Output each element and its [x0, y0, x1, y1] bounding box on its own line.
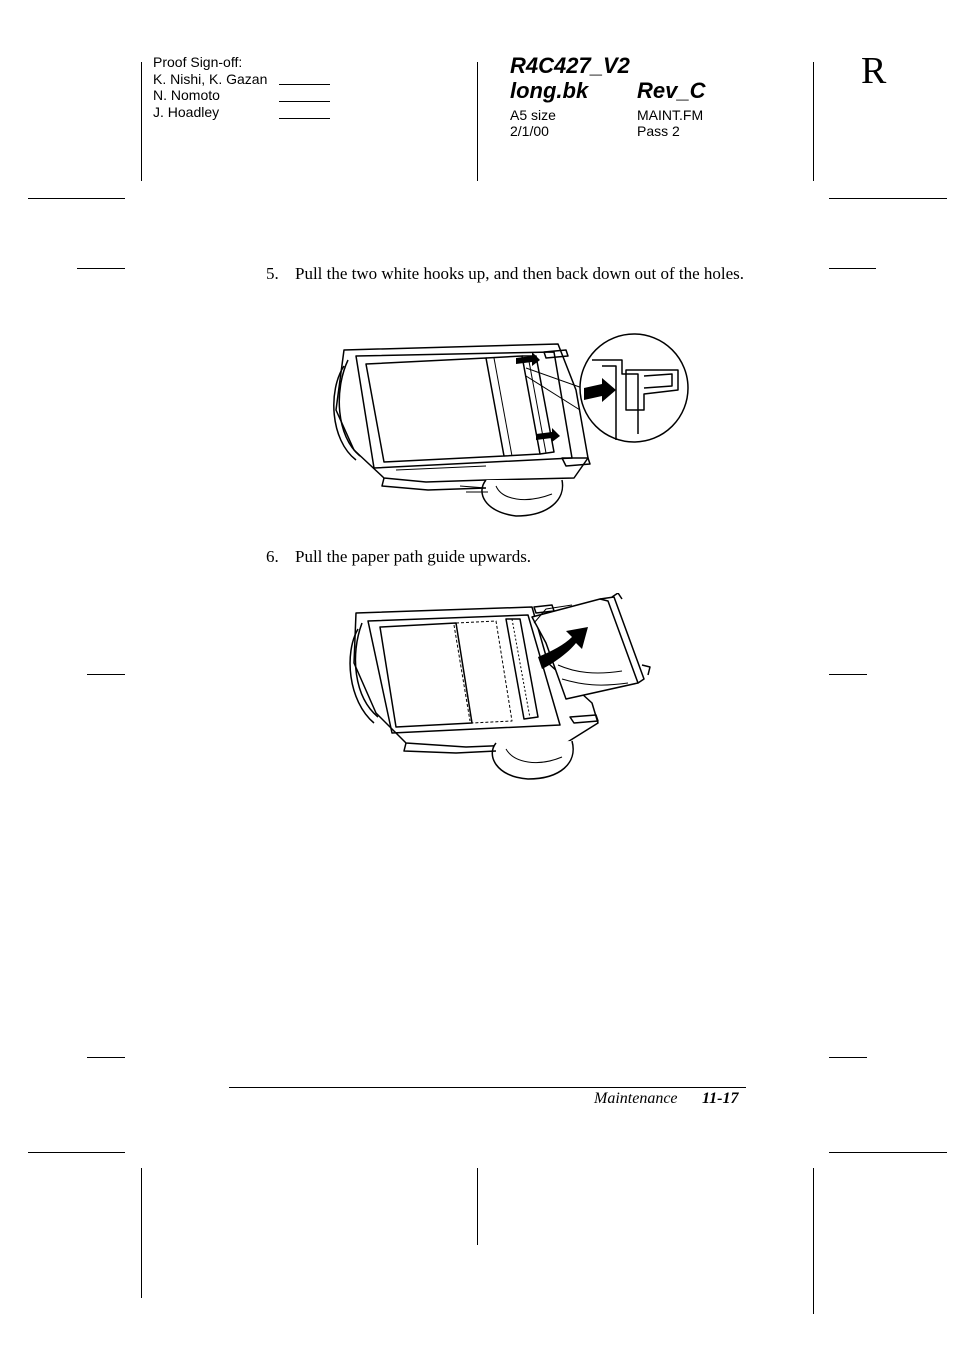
crop-mark: [77, 268, 125, 269]
crop-mark: [829, 198, 947, 199]
step-number: 5.: [266, 264, 279, 283]
crop-mark: [813, 62, 814, 181]
signoff-blank: [279, 118, 330, 119]
page-number: 11-17: [702, 1090, 739, 1107]
crop-mark: [829, 1057, 867, 1058]
paper-size: A5 size: [510, 107, 556, 123]
crop-mark: [87, 1057, 125, 1058]
paper-guide-illustration: [349, 593, 651, 780]
crop-mark: [87, 674, 125, 675]
crop-mark: [141, 62, 142, 181]
footer-rule: [229, 1087, 746, 1088]
crop-mark: [28, 1152, 125, 1153]
crop-mark: [477, 62, 478, 181]
pass: Pass 2: [637, 123, 680, 139]
hooks-illustration: [333, 333, 689, 517]
step-number: 6.: [266, 547, 279, 566]
signoff-blank: [279, 84, 330, 85]
crop-mark: [829, 268, 876, 269]
crop-mark: [477, 1168, 478, 1245]
book-name: long.bk: [510, 78, 589, 103]
crop-mark: [829, 674, 867, 675]
signoff-title: Proof Sign-off:: [153, 54, 243, 70]
step-text: Pull the two white hooks up, and then ba…: [295, 264, 745, 283]
signoff-name: K. Nishi, K. Gazan: [153, 71, 268, 87]
file-name: MAINT.FM: [637, 107, 704, 123]
revision: Rev_C: [637, 78, 706, 103]
step-text: Pull the paper path guide upwards.: [295, 547, 532, 566]
crop-mark: [829, 1152, 947, 1153]
crop-mark: [813, 1168, 814, 1314]
signoff-name: N. Nomoto: [153, 87, 220, 103]
signoff-blank: [279, 101, 330, 102]
footer-section: Maintenance: [594, 1090, 678, 1107]
date: 2/1/00: [510, 123, 549, 139]
crop-mark: [141, 1168, 142, 1298]
doc-id: R4C427_V2: [510, 53, 630, 78]
crop-mark: [28, 198, 125, 199]
side-mark: R: [861, 50, 887, 92]
signoff-name: J. Hoadley: [153, 104, 220, 120]
